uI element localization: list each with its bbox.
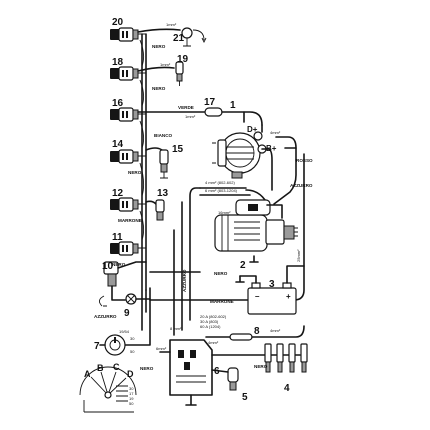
terminal-labels: D+ B+ – + 19/54 30 50 30 17 19 50: [119, 125, 291, 406]
connector-11: [110, 241, 139, 256]
label-nero-7: NERO: [254, 364, 268, 369]
ground-symbols: ground-icon: [103, 305, 192, 406]
callout-3: 3: [269, 279, 275, 290]
terminal-30: 30: [130, 336, 135, 341]
alternator: alternator-icon: [212, 131, 267, 179]
sender-19: [137, 61, 184, 86]
callout-21: 21: [173, 33, 185, 44]
section-1mm-b: 1mm²: [160, 62, 171, 67]
label-nero-6: NERO: [140, 366, 154, 371]
callout-2: 2: [240, 260, 246, 271]
section-1mm-a: 1mm²: [166, 22, 177, 27]
switch-letter-c: C: [113, 362, 120, 372]
terminal-50: 50: [130, 349, 135, 354]
relay-6: [159, 339, 213, 406]
section-25mm: 25mm²: [296, 249, 301, 262]
starter-motor: starter-motor-icon: [214, 199, 298, 263]
section-4mm-c: 4mm²: [270, 328, 281, 333]
callout-16: 16: [112, 98, 124, 109]
connector-stack: [110, 27, 147, 331]
callout-11: 11: [112, 232, 123, 243]
fuse-20a: 20 A (802-602): [200, 314, 227, 319]
fuse-8: [205, 325, 305, 341]
section-1mm-c: 1mm²: [185, 114, 196, 119]
label-azzurro-vertical: AZZURRO: [182, 269, 187, 292]
section-4mm-802: 4 mm² (802-602): [205, 180, 235, 185]
terminal-d-plus: D+: [247, 125, 258, 134]
label-marrone-2: MARRONE: [210, 299, 234, 304]
callout-13: 13: [157, 188, 169, 199]
connector-14: [110, 149, 139, 164]
callout-10: 10: [102, 261, 114, 272]
ignition-switch-7: ignition-switch-icon: [99, 334, 126, 356]
switch-letter-d: D: [127, 369, 134, 379]
callout-1: 1: [230, 100, 236, 111]
section-4mm-a: 4mm²: [270, 130, 281, 135]
switch-position-diagram: [79, 366, 137, 413]
label-nero-4: NERO: [112, 262, 126, 267]
label-nero-5: NERO: [214, 271, 228, 276]
label-nero-1: NERO: [152, 44, 166, 49]
sender-9: [125, 293, 151, 305]
section-6mm-803: 6 mm² (803-1204): [205, 188, 238, 193]
callout-5: 5: [242, 392, 248, 403]
battery-plus: +: [286, 292, 291, 301]
switch-letter-a: A: [84, 369, 91, 379]
callout-14: 14: [112, 139, 124, 150]
switch-terminal-19: 19: [129, 396, 134, 401]
sender-15: [145, 147, 169, 179]
switch-terminal-50: 50: [129, 401, 134, 406]
callout-19: 19: [177, 54, 189, 65]
callout-20: 20: [112, 17, 124, 28]
label-azzurro-1: AZZURRO: [290, 183, 313, 188]
sender-13: [145, 199, 165, 221]
battery: battery-icon: [235, 265, 305, 315]
callout-7: 7: [94, 341, 100, 352]
section-8mm: 8 mm²: [170, 326, 182, 331]
callout-6: 6: [214, 366, 220, 377]
connector-20: [110, 27, 139, 42]
terminal-b-plus: B+: [266, 144, 277, 153]
fuse-60a: 60 A (1204): [200, 324, 221, 329]
switch-terminal-17: 17: [129, 391, 134, 396]
battery-minus: –: [255, 292, 260, 301]
label-marrone-1: MARRONE: [118, 218, 142, 223]
connector-12: [110, 197, 139, 212]
label-azzurro-2: AZZURRO: [94, 314, 117, 319]
label-nero-2: NERO: [152, 86, 166, 91]
sender-21: [137, 27, 207, 47]
callout-8: 8: [254, 326, 260, 337]
label-verde: VERDE: [178, 105, 194, 110]
sender-10: [99, 261, 147, 307]
connector-18: [110, 66, 139, 81]
section-16mm: 16mm²: [218, 210, 231, 215]
callouts: 20 21 18 19 16 17 1 14 15 12 13 11 10 2 …: [94, 17, 290, 403]
section-6mm: 6mm²: [156, 346, 167, 351]
fuse-30a: 30 A (803): [200, 319, 219, 324]
wire-labels: NERO NERO VERDE BIANCO NERO MARRONE NERO…: [94, 44, 313, 371]
label-bianco: BIANCO: [154, 133, 173, 138]
switch-terminal-30: 30: [129, 386, 134, 391]
section-notes: 1mm² 1mm² 1mm² 4mm² 4 mm² (802-602) 6 mm…: [156, 22, 301, 351]
switch-letter-b: B: [97, 363, 104, 373]
connector-16: [110, 107, 139, 122]
callout-17: 17: [204, 97, 216, 108]
callout-4: 4: [284, 383, 290, 394]
callout-15: 15: [172, 144, 184, 155]
glow-plugs-4: glow-plug-icon: [211, 343, 308, 373]
section-4mm-b: 4mm²: [208, 340, 219, 345]
label-nero-3: NERO: [128, 170, 142, 175]
label-rosso: ROSSO: [296, 158, 313, 163]
main-harness: [124, 136, 305, 346]
callout-12: 12: [112, 188, 124, 199]
callout-9: 9: [124, 308, 130, 319]
switch-letters: A B C D: [84, 362, 134, 379]
terminal-19-54: 19/54: [119, 329, 130, 334]
sensor-5: sensor-icon: [211, 367, 239, 391]
callout-18: 18: [112, 57, 124, 68]
